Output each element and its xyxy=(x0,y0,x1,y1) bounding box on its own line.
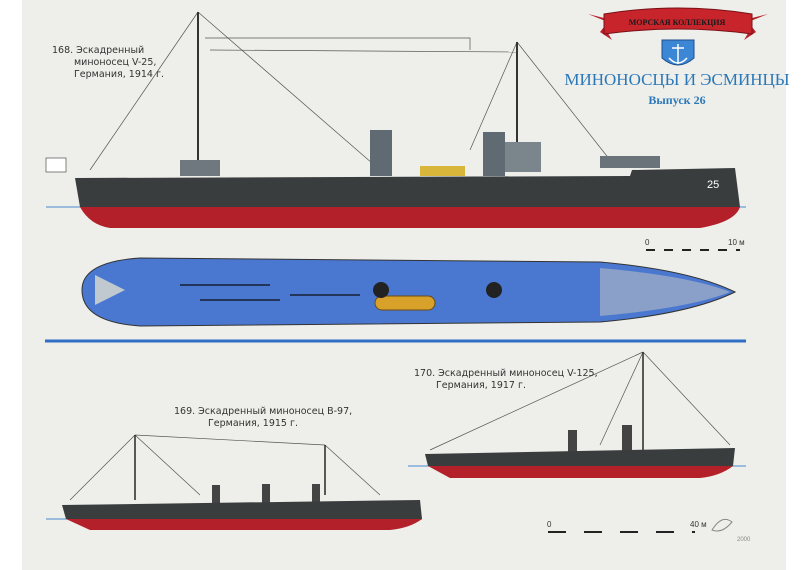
scale-top-end: 10 м xyxy=(728,238,745,247)
banner-text: МОРСКАЯ КОЛЛЕКЦИЯ xyxy=(628,18,726,27)
scale-bottom-end: 40 м xyxy=(690,520,707,529)
ship-v125-side-view xyxy=(408,351,746,478)
illustration-page: 25 МОРСКАЯ К xyxy=(22,0,790,570)
page-title: МИНОНОСЦЫ И ЭСМИНЦЫ xyxy=(564,70,790,89)
hull-number: 25 xyxy=(707,179,719,191)
artist-signature xyxy=(711,518,733,532)
scale-bottom-start: 0 xyxy=(547,520,552,529)
caption-b97: 169. Эскадренный миноносец B-97, Германи… xyxy=(174,406,353,429)
signature-year: 2000 xyxy=(737,537,751,543)
ship-v25-side-view: 25 xyxy=(45,11,746,228)
ship-b97-side-view xyxy=(46,434,422,530)
issue-number: Выпуск 26 xyxy=(648,93,706,107)
caption-v25: 168. Эскадренный миноносец V-25, Германи… xyxy=(52,45,165,80)
ship-drawings: 25 xyxy=(45,7,768,533)
anchor-shield-icon xyxy=(661,39,695,66)
banner-ribbon xyxy=(588,7,768,40)
scale-top-start: 0 xyxy=(645,238,650,247)
caption-v125: 170. Эскадренный миноносец V-125, Герман… xyxy=(414,368,598,391)
ship-v25-plan-view xyxy=(81,257,737,327)
ensign-flag xyxy=(45,157,67,173)
